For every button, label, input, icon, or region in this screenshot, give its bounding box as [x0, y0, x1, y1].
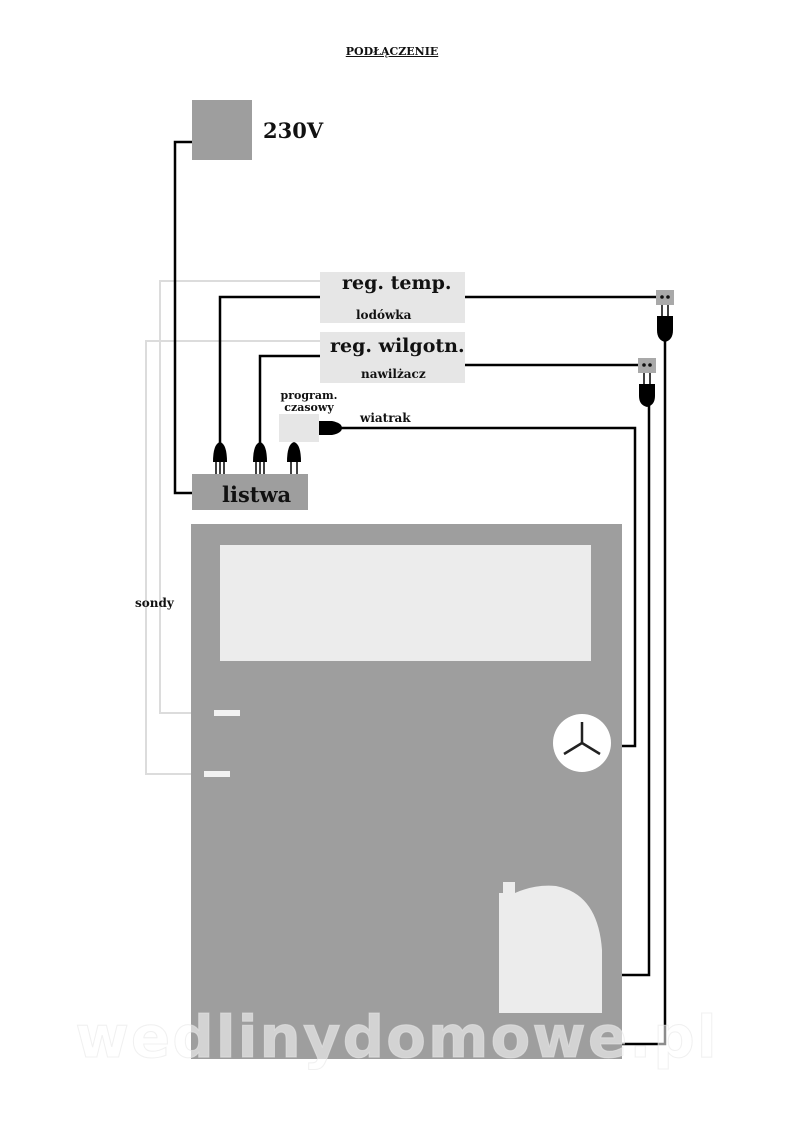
- fridge-cable: [622, 340, 667, 1046]
- fan-cable: [340, 426, 637, 748]
- fan-icon: [553, 714, 611, 772]
- power-strip-label: listwa: [222, 482, 292, 507]
- humidity-probe: [204, 771, 230, 777]
- timer-label-line1: program.: [280, 389, 338, 402]
- fan-label: wiatrak: [360, 411, 411, 425]
- temp-probe-wire: [159, 280, 322, 714]
- probes-label: sondy: [135, 596, 174, 610]
- humidifier-socket-icon: [638, 358, 656, 373]
- probe-wires: [145, 280, 322, 775]
- temp-reg-supply-wire: [218, 295, 322, 448]
- diagram-title: PODŁĄCZENIE: [345, 45, 439, 58]
- humidity-reg-supply-wire: [258, 354, 322, 448]
- power-source-box: [192, 100, 252, 160]
- watermark: wedlinydomowe.pl: [75, 1003, 719, 1072]
- temp-regulator-box: [320, 272, 465, 323]
- fridge-freezer-panel: [220, 545, 591, 661]
- humidifier-plug-icon: [639, 373, 655, 407]
- strip-plug-1-icon: [213, 442, 227, 474]
- fridge-plug-icon: [657, 305, 673, 342]
- temp-probe: [214, 710, 240, 716]
- power-label: 230V: [263, 118, 324, 143]
- timer-label-line2: czasowy: [284, 401, 334, 414]
- mains-wire: [173, 140, 192, 495]
- humidifier-label: nawilżacz: [361, 367, 426, 381]
- humidity-probe-wire: [145, 340, 322, 775]
- plugs: [213, 305, 673, 474]
- humidity-regulator-box: [320, 332, 465, 383]
- timer-box: [279, 414, 319, 442]
- temp-regulator-label: reg. temp.: [342, 272, 452, 294]
- strip-plug-3-icon: [287, 442, 301, 474]
- power-strip-box: [192, 474, 308, 510]
- humidity-regulator-label: reg. wilgotn.: [330, 335, 465, 357]
- humidifier-icon: [499, 882, 602, 1013]
- fridge-socket-icon: [656, 290, 674, 305]
- fridge-label: lodówka: [356, 308, 412, 322]
- strip-plug-2-icon: [253, 442, 267, 474]
